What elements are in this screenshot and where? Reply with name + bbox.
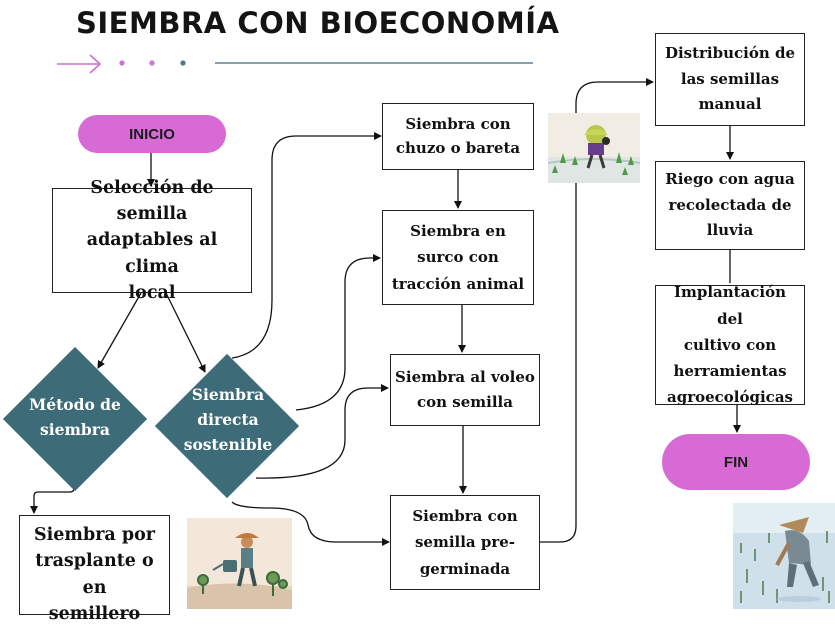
- farmer-planting-icon: [548, 113, 640, 183]
- node-text-line: local: [128, 282, 176, 303]
- node-siembra-pregerminada: Siembra con semilla pre- germinada: [390, 495, 540, 590]
- node-text-line: con semilla: [417, 393, 513, 411]
- title-dot: [149, 60, 155, 66]
- decision-metodo-label: Método de siembra: [23, 393, 127, 443]
- node-text-line: chuzo o bareta: [395, 138, 521, 157]
- node-siembra-chuzo: Siembra con chuzo o bareta: [382, 103, 534, 170]
- node-text-line: tracción animal: [391, 274, 525, 293]
- node-text-line: Siembra al voleo: [395, 367, 535, 386]
- end-label: FIN: [723, 453, 749, 471]
- page-title: SIEMBRA CON BIOECONOMÍA: [76, 6, 560, 40]
- node-text-line: recolectada de: [668, 195, 792, 214]
- node-text-line: Siembra en: [410, 222, 506, 241]
- node-text-line: Implantación del: [673, 283, 787, 328]
- node-text-line: trasplante o en: [35, 551, 154, 598]
- node-text-line: Siembra con: [405, 115, 511, 134]
- node-text-line: Distribución de: [664, 44, 796, 63]
- node-text-line: agroecológicas: [667, 388, 793, 407]
- node-distribucion-semillas: Distribución de las semillas manual: [655, 33, 805, 126]
- node-seleccion-semilla: Selección de semilla adaptables al clima…: [52, 178, 252, 303]
- decision-text-line: Método de: [29, 395, 121, 414]
- node-riego-lluvia: Riego con agua recolectada de lluvia: [655, 161, 805, 250]
- node-text-line: Riego con agua: [665, 170, 795, 189]
- node-text-line: semilla pre-: [414, 533, 516, 552]
- start-label: INICIO: [129, 125, 175, 143]
- start-node: INICIO: [78, 115, 226, 153]
- decision-text-line: siembra: [40, 419, 110, 439]
- decision-directa-label: Siembra directa sostenible: [176, 383, 280, 457]
- farmer-watering-icon: [187, 518, 292, 609]
- node-text-line: adaptables al clima: [86, 230, 218, 277]
- rice-paddy-worker-icon: [733, 503, 835, 609]
- node-siembra-trasplante: Siembra por trasplante o en semillero: [19, 515, 170, 624]
- node-text-line: cultivo con: [683, 335, 777, 354]
- title-dot: [180, 60, 186, 66]
- node-siembra-voleo: Siembra al voleo con semilla: [390, 354, 540, 426]
- node-text-line: semillero: [48, 603, 141, 624]
- node-text-line: herramientas: [673, 362, 787, 381]
- node-text-line: lluvia: [706, 221, 754, 240]
- node-text-line: Siembra por: [34, 525, 155, 545]
- decision-text-line: directa: [197, 409, 259, 429]
- node-text-line: germinada: [419, 559, 511, 578]
- node-siembra-surco: Siembra en surco con tracción animal: [382, 210, 534, 305]
- title-arrow-icon: [57, 54, 102, 74]
- diagram-connectors: [30, 54, 742, 546]
- node-text-line: las semillas: [680, 69, 780, 88]
- node-text-line: Selección de semilla: [90, 177, 214, 225]
- title-dot: [119, 60, 125, 66]
- node-text-line: Siembra con: [412, 507, 518, 526]
- decision-text-line: Siembra: [191, 385, 265, 404]
- decision-text-line: sostenible: [183, 434, 273, 454]
- node-text-line: manual: [698, 95, 762, 114]
- node-implantacion-cultivo: Implantación del cultivo con herramienta…: [655, 283, 805, 406]
- end-node: FIN: [662, 434, 810, 490]
- node-text-line: surco con: [417, 248, 499, 267]
